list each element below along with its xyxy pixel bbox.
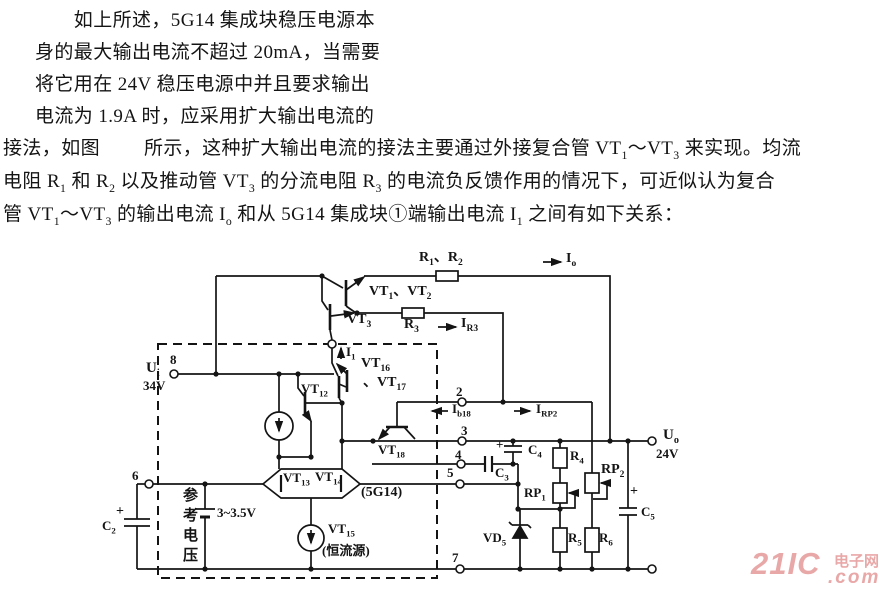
label-reference-voltage: 参考电压 — [181, 487, 197, 567]
label-r4: R4 — [570, 448, 584, 466]
label-battery-voltage: 3~3.5V — [217, 505, 256, 520]
label-i1: I1 — [346, 344, 356, 362]
label-pin4: 4 — [455, 447, 462, 462]
terminal-pin8 — [169, 369, 179, 379]
label-constant-current-source: (恒流源) — [322, 543, 370, 558]
resistor-r1r2 — [435, 270, 459, 282]
label-vt3: VT3 — [347, 312, 372, 330]
label-ic-5g14: (5G14) — [361, 485, 403, 500]
potentiometer-rp1 — [552, 482, 568, 504]
resistor-r5 — [552, 527, 568, 553]
watermark-suffix: 电子网 — [834, 553, 880, 570]
label-rp1: RP1 — [524, 485, 546, 503]
paragraph-line: 接法，如图 所示，这种扩大输出电流的接法主要通过外接复合管 VT1～VT3 来实… — [3, 138, 802, 162]
label-r6: R6 — [599, 530, 613, 548]
watermark-brand: 21IC — [751, 546, 821, 581]
wires — [124, 257, 648, 579]
terminal-output — [647, 436, 657, 446]
label-vt1-vt2: VT1、VT2 — [369, 284, 432, 302]
terminal-pin5 — [455, 479, 465, 489]
terminal-ground — [647, 564, 657, 574]
label-pin6: 6 — [132, 468, 139, 483]
label-24v: 24V — [656, 446, 679, 461]
label-r5: R5 — [568, 530, 582, 548]
label-c4: C4 — [528, 442, 542, 460]
diode-vd5 — [511, 524, 529, 539]
label-pin2: 2 — [456, 384, 463, 399]
label-c2: C2 — [102, 518, 116, 536]
label-vt16: VT16 — [361, 356, 390, 374]
label-r1r2: R1、R2 — [419, 250, 463, 268]
label-vt12: VT12 — [301, 381, 328, 399]
terminal-pin7 — [455, 564, 465, 574]
paragraph-line: 将它用在 24V 稳压电源中并且要求输出 — [35, 74, 370, 95]
paragraph-line: 电阻 R1 和 R2 以及推动管 VT3 的分流电阻 R3 的电流负反馈作用的情… — [3, 171, 775, 195]
terminal-circles — [144, 339, 657, 574]
label-ui: Ui — [146, 360, 160, 379]
label-pin8: 8 — [170, 352, 177, 367]
junction-dots — [202, 273, 631, 572]
label-irp2: IRP2 — [536, 401, 558, 419]
paragraph-line: 电流为 1.9A 时，应采用扩大输出电流的 — [35, 106, 375, 127]
label-r3: R3 — [404, 317, 419, 335]
label-c4-plus: + — [496, 437, 504, 452]
label-c5: C5 — [641, 504, 655, 522]
label-vt13: VT13 — [283, 470, 310, 488]
terminal-pin6 — [144, 479, 154, 489]
label-vd5: VD5 — [483, 530, 507, 548]
label-rp2: RP2 — [601, 462, 625, 480]
paragraph-line: 身的最大输出电流不超过 20mA，当需要 — [35, 42, 381, 63]
label-vt15: VT15 — [328, 521, 355, 539]
vt13-vt14-pair — [261, 468, 362, 499]
label-vt17: 、VT17 — [363, 375, 406, 393]
ic-boundary-dashed-box — [157, 343, 438, 579]
watermark-domain: .com — [828, 567, 881, 588]
paragraph-line: 管 VT1～VT3 的输出电流 Io 和从 5G14 集成块①端输出电流 I1 … — [3, 204, 684, 228]
label-34v: 34V — [143, 378, 166, 393]
resistor-r4 — [552, 447, 568, 469]
label-pin5: 5 — [447, 465, 454, 480]
terminal-pin4 — [456, 459, 466, 469]
resistor-r6 — [584, 527, 600, 553]
label-c2-plus: + — [116, 504, 124, 519]
terminal-pin2 — [457, 397, 467, 407]
label-io: Io — [566, 251, 577, 269]
label-pin3: 3 — [461, 423, 468, 438]
label-ib18: Ib18 — [452, 401, 471, 419]
label-pin7: 7 — [452, 550, 459, 565]
paragraph-line: 如上所述，5G14 集成块稳压电源本 — [35, 10, 375, 31]
label-ir3: IR3 — [461, 316, 479, 334]
label-vt18: VT18 — [378, 442, 405, 460]
terminal-pin1 — [327, 339, 337, 349]
label-c3: C3 — [495, 465, 509, 483]
label-c5-plus: + — [630, 484, 638, 499]
terminal-pin3 — [457, 436, 467, 446]
label-uo: Uo — [663, 427, 679, 446]
potentiometer-rp2 — [584, 472, 600, 494]
label-vt14: VT14 — [315, 469, 342, 487]
